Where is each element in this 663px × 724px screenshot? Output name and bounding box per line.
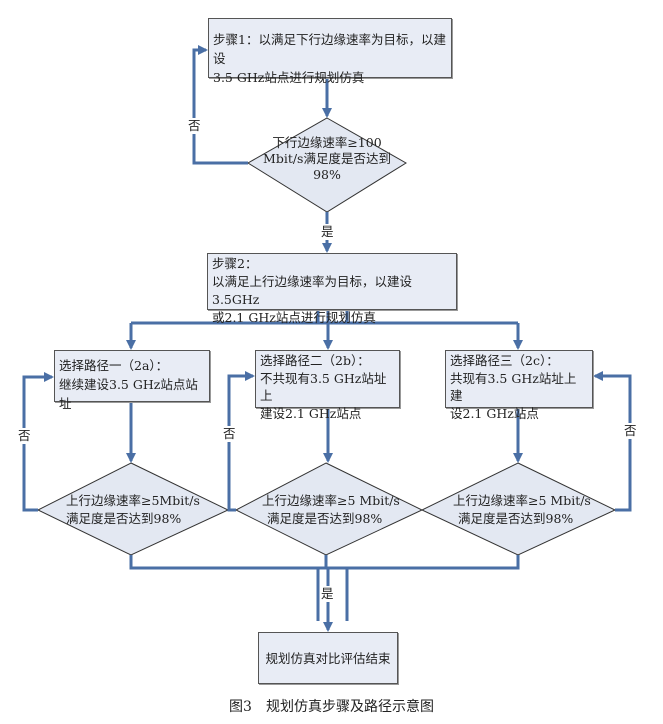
path-c-box: 选择路径三（2c）： 共现有3.5 GHz站址上建 设2.1 GHz站点: [445, 350, 593, 421]
decision-c-text: 上行边缘速率≥5 Mbit/s 满足度是否达到98%: [453, 492, 591, 528]
path-c-line3: 设2.1 GHz站点: [450, 405, 539, 421]
path-a-line1: 选择路径一（2a）：: [59, 358, 169, 373]
decision1-text: 下行边缘速率≥100 Mbit/s满足度是否达到 98%: [248, 135, 406, 183]
decision1-line2: Mbit/s满足度是否达到: [263, 151, 391, 166]
path-c-line1: 选择路径三（2c）：: [450, 353, 559, 368]
step1-line2: 3.5 GHz站点进行规划仿真: [213, 70, 365, 85]
decision-a-line1: 上行边缘速率≥5Mbit/s: [66, 493, 200, 508]
step2-line3: 或2.1 GHz站点进行规划仿真: [212, 310, 376, 325]
decision-b-line1: 上行边缘速率≥5 Mbit/s: [262, 493, 400, 508]
edge-decision-b-path-b-no: [227, 371, 255, 512]
path-b-line3: 建设2.1 GHz站点: [260, 405, 362, 421]
edge-decision-c-path-c-no: [593, 371, 632, 512]
path-a-box: 选择路径一（2a）： 继续建设3.5 GHz站点站址: [54, 350, 210, 411]
label-yes-end: 是: [321, 586, 334, 602]
end-line1: 规划仿真对比评估结束: [265, 651, 391, 666]
decision-b-line2: 满足度是否达到98%: [267, 511, 383, 526]
step2-box: 步骤2： 以满足上行边缘速率为目标，以建设3.5GHz 或2.1 GHz站点进行…: [207, 253, 457, 325]
path-c-line2: 共现有3.5 GHz站址上建: [450, 370, 577, 404]
decision1-line3: 98%: [313, 167, 341, 182]
step1-box: 步骤1：以满足下行边缘速率为目标，以建设 3.5 GHz站点进行规划仿真: [208, 18, 452, 85]
path-b-box: 选择路径二（2b）： 不共现有3.5 GHz站址上 建设2.1 GHz站点: [255, 350, 400, 421]
path-a-line2: 继续建设3.5 GHz站点站址: [59, 377, 198, 411]
decision-a-text: 上行边缘速率≥5Mbit/s 满足度是否达到98%: [66, 492, 200, 528]
edge-decision1-step1-no: [192, 45, 248, 165]
decision-c-line1: 上行边缘速率≥5 Mbit/s: [453, 493, 591, 508]
decision-b-text: 上行边缘速率≥5 Mbit/s 满足度是否达到98%: [262, 492, 400, 528]
decision-a-line2: 满足度是否达到98%: [66, 511, 182, 526]
figure-caption: 图3 规划仿真步骤及路径示意图: [229, 699, 434, 715]
step2-line1: 步骤2：: [212, 256, 258, 271]
label-no-decision-c: 否: [624, 423, 637, 439]
step2-line2: 以满足上行边缘速率为目标，以建设3.5GHz: [212, 274, 413, 307]
label-yes-decision1: 是: [321, 224, 334, 240]
label-no-decision-a: 否: [18, 428, 31, 444]
path-b-line2: 不共现有3.5 GHz站址上: [260, 370, 387, 404]
step1-line1: 步骤1：以满足下行边缘速率为目标，以建设: [213, 32, 446, 66]
path-b-line1: 选择路径二（2b）：: [260, 353, 370, 368]
label-no-decision1: 否: [188, 118, 201, 134]
decision1-line1: 下行边缘速率≥100: [272, 135, 382, 150]
end-box: 规划仿真对比评估结束: [258, 632, 398, 684]
decision-c-line2: 满足度是否达到98%: [458, 511, 574, 526]
label-no-decision-b: 否: [223, 426, 236, 442]
